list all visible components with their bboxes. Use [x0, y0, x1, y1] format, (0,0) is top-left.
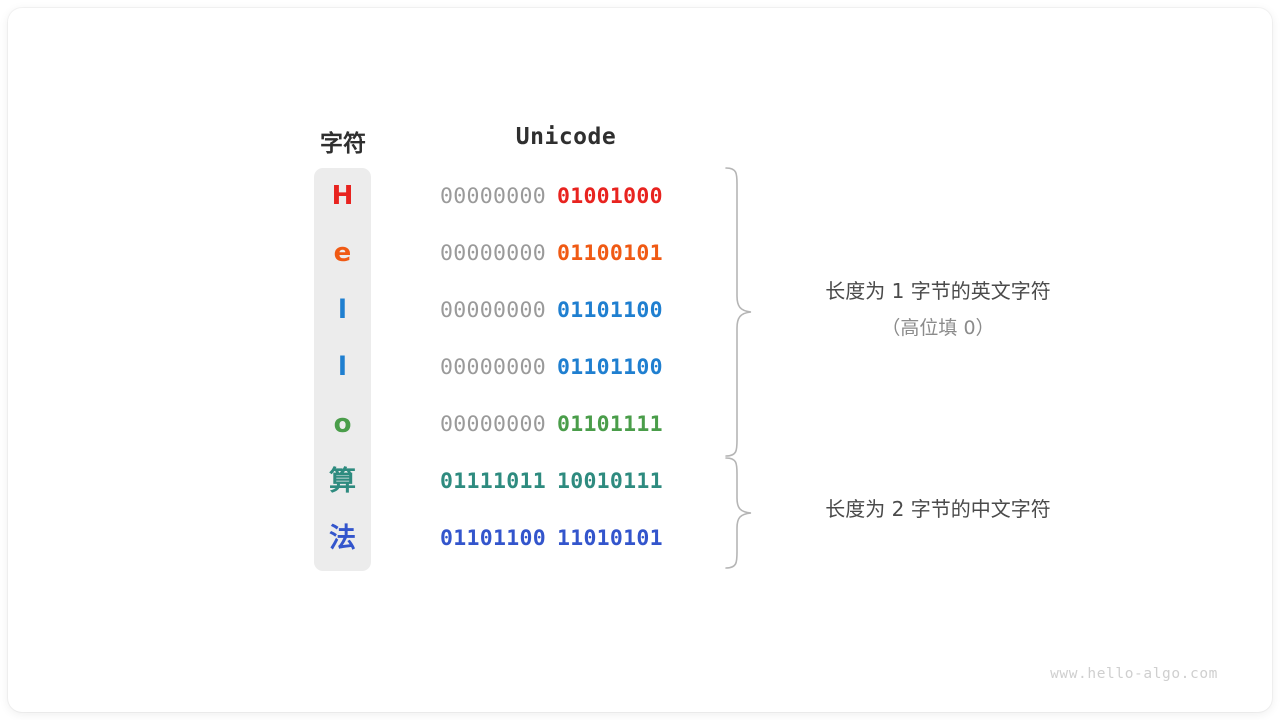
character-cell: 法	[329, 523, 356, 554]
character-cell: 算	[329, 466, 356, 497]
low-byte: 01101100	[556, 355, 663, 380]
unicode-row: 00000000 01100101	[440, 225, 696, 282]
high-byte: 00000000	[440, 355, 546, 380]
unicode-row: 00000000 01101100	[440, 282, 696, 339]
character-cell: H	[331, 181, 354, 211]
watermark: www.hello-algo.com	[1050, 666, 1218, 682]
high-byte: 00000000	[440, 241, 546, 266]
high-byte: 00000000	[440, 298, 546, 323]
brace-two-byte	[725, 457, 752, 569]
annotation-two-byte-line1: 长度为 2 字节的中文字符	[825, 497, 1051, 521]
unicode-row: 01111011 10010111	[440, 453, 696, 510]
high-byte: 01101100	[440, 526, 546, 551]
brace-one-byte	[725, 167, 752, 457]
annotation-one-byte-line2: （高位填 0）	[881, 317, 995, 339]
high-byte: 01111011	[440, 469, 546, 494]
high-byte: 00000000	[440, 412, 546, 437]
low-byte: 11010101	[556, 526, 663, 551]
character-cell: o	[333, 409, 352, 439]
character-cell: l	[338, 295, 347, 325]
low-byte: 10010111	[556, 469, 663, 494]
unicode-row: 01101100 11010101	[440, 510, 696, 567]
annotation-two-byte: 长度为 2 字节的中文字符	[776, 493, 1100, 526]
column-header-character: 字符	[320, 131, 366, 157]
annotation-one-byte: 长度为 1 字节的英文字符 （高位填 0）	[776, 273, 1100, 347]
annotation-one-byte-line1: 长度为 1 字节的英文字符	[825, 279, 1051, 303]
low-byte: 01101111	[556, 412, 663, 437]
character-cell: l	[338, 352, 347, 382]
character-cell: e	[333, 238, 352, 268]
unicode-row: 00000000 01101100	[440, 339, 696, 396]
column-header-unicode: Unicode	[515, 124, 617, 150]
low-byte: 01001000	[556, 184, 663, 209]
high-byte: 00000000	[440, 184, 546, 209]
low-byte: 01101100	[556, 298, 663, 323]
unicode-row: 00000000 01101111	[440, 396, 696, 453]
unicode-row: 00000000 01001000	[440, 168, 696, 225]
low-byte: 01100101	[556, 241, 663, 266]
